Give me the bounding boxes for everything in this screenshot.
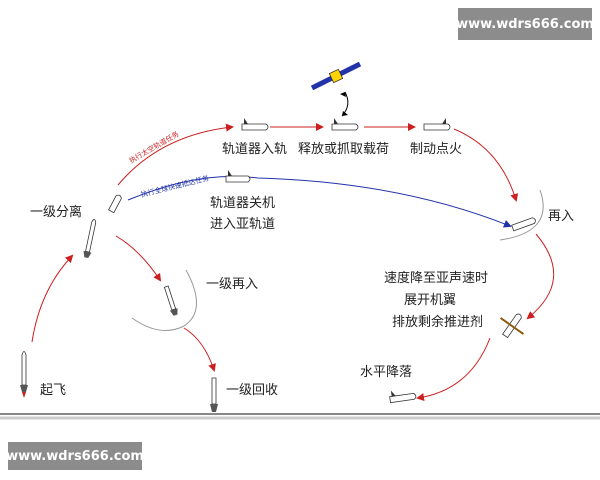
label-stage-recovery: 一级回收: [226, 383, 279, 398]
reentry-arc-orbiter: [499, 189, 544, 241]
label-deploy-wings: 展开机翼: [404, 293, 457, 308]
path-global-mission: [127, 175, 512, 228]
label-reentry: 再入: [548, 209, 575, 224]
path-separation-to-orbit: [117, 123, 234, 186]
label-release-capture-payload: 释放或抓取载荷: [298, 142, 390, 157]
label-stage-separation: 一级分离: [30, 205, 83, 220]
rocket-ascent-icon: [83, 219, 97, 259]
label-enter-suborbit: 进入亚轨道: [210, 217, 276, 232]
label-brake-ignition: 制动点火: [410, 142, 463, 157]
label-stage-reentry: 一级再入: [206, 277, 259, 292]
orbiter-landing-icon: [389, 390, 417, 404]
stage-recovery-icon: [210, 377, 218, 412]
label-takeoff: 起飞: [40, 383, 67, 398]
path-descent-to-landing: [416, 337, 491, 402]
orbiter-brake-icon: [423, 118, 451, 131]
rocket-takeoff-icon: [20, 351, 28, 398]
label-vent-propellant: 排放剩余推进剂: [392, 315, 484, 330]
watermark-bottom: www.wdrs666.com: [6, 442, 144, 470]
orbiter-shutdown-icon: [225, 170, 251, 183]
path-launch-to-separation: [31, 254, 74, 343]
path-brake-to-reentry: [453, 128, 519, 202]
path-reentry-to-descent: [526, 233, 555, 320]
label-orbiter-shutdown: 轨道器关机: [210, 196, 276, 211]
satellite-icon: [310, 61, 362, 91]
label-slow-down: 速度降至亚声速时: [384, 271, 489, 286]
orbiter-reentry-icon: [511, 217, 536, 232]
path-stage-reentry-to-recovery: [183, 327, 216, 372]
path-separation-to-stage-reentry: [115, 235, 162, 282]
reentry-arc-stage: [131, 269, 197, 331]
label-orbiter-enter-orbit: 轨道器入轨: [222, 142, 288, 157]
orbiter-separation-icon: [107, 194, 122, 214]
orbiter-wings-deployed-icon: [499, 313, 525, 339]
watermark-top: www.wdrs666.com: [456, 8, 594, 40]
label-horizontal-landing: 水平降落: [360, 365, 413, 380]
orbiter-orbit-icon: [241, 118, 269, 131]
orbiter-payload-icon: [331, 118, 359, 131]
stage-reentry-icon: [163, 285, 178, 316]
